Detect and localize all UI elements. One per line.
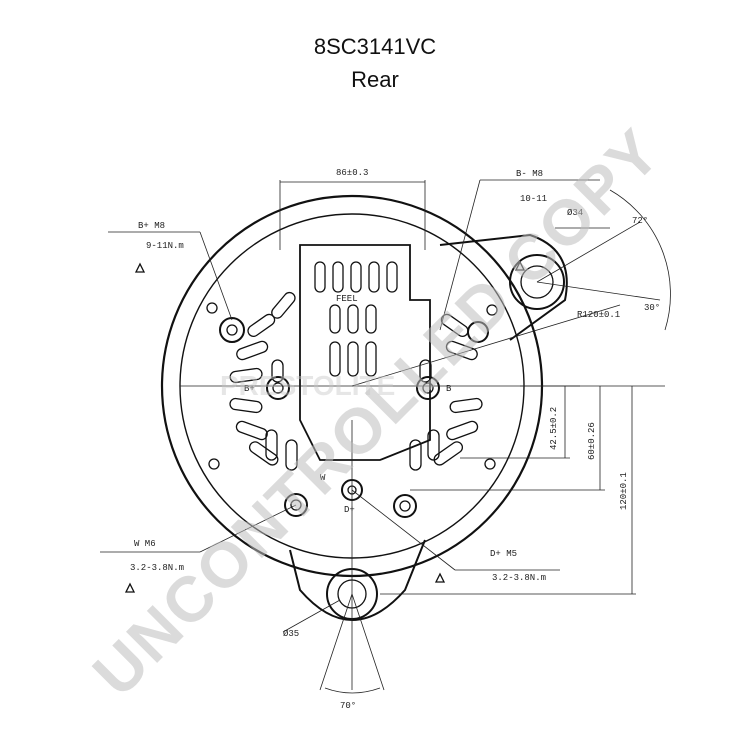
top-mount-hole-outer bbox=[509, 254, 565, 310]
lower-right-terminal bbox=[393, 494, 417, 518]
dim-radius: R120±0.1 bbox=[577, 310, 620, 320]
regulator-slot-1 bbox=[314, 261, 326, 293]
dim-h-42: 42.5±0.2 bbox=[549, 407, 559, 450]
terminal-label-b: B bbox=[446, 384, 452, 394]
dim-torque-w: 3.2-3.8N.m bbox=[130, 563, 184, 573]
top-mount-ear bbox=[439, 233, 568, 341]
cover-label-feel: FEEL bbox=[336, 294, 358, 304]
dim-dplus: D+ M5 bbox=[490, 549, 517, 559]
regulator-slot-4 bbox=[368, 261, 380, 293]
warning-triangle-left bbox=[134, 262, 146, 273]
bottom-mount-ear bbox=[289, 539, 426, 621]
regulator-slot-2 bbox=[332, 261, 344, 293]
dim-h-60: 60±0.26 bbox=[587, 422, 597, 460]
part-number-title: 8SC3141VC bbox=[313, 34, 437, 59]
regulator-slot-5 bbox=[386, 261, 398, 293]
b-terminal bbox=[416, 376, 440, 400]
dim-bplus-left: B+ M8 bbox=[138, 221, 165, 231]
warning-triangle-wleft bbox=[124, 582, 136, 593]
w-terminal bbox=[284, 493, 308, 517]
regulator-slot-7 bbox=[347, 304, 359, 334]
screw-tl bbox=[206, 302, 218, 314]
dim-bminus: B- M8 bbox=[516, 169, 543, 179]
dim-h-120: 120±0.1 bbox=[619, 472, 629, 510]
bplus-terminal bbox=[266, 376, 290, 400]
terminal-label-dplus: D+ bbox=[344, 505, 355, 515]
dim-angle-30: 30° bbox=[644, 303, 660, 313]
dim-w-m6: W M6 bbox=[134, 539, 156, 549]
view-label: Rear bbox=[351, 67, 399, 92]
cooling-slots bbox=[229, 291, 483, 471]
screw-bl bbox=[208, 458, 220, 470]
top-mount-hole-inner bbox=[520, 265, 554, 299]
regulator-cover bbox=[299, 244, 431, 461]
regulator-slot-10 bbox=[347, 341, 359, 377]
regulator-slot-6 bbox=[329, 304, 341, 334]
brand-watermark: PRESTOLITE bbox=[220, 370, 395, 401]
regulator-slot-8 bbox=[365, 304, 377, 334]
dim-torque-dplus: 3.2-3.8N.m bbox=[492, 573, 546, 583]
dim-angle-70: 70° bbox=[340, 701, 356, 711]
dim-angle-72: 72° bbox=[632, 216, 648, 226]
dim-top-width: 86±0.3 bbox=[336, 168, 368, 178]
warning-triangle-top bbox=[514, 260, 526, 271]
terminal-label-bplus: B+ bbox=[244, 384, 255, 394]
dim-hole-bottom: Ø35 bbox=[283, 629, 299, 639]
bplus-terminal-left bbox=[219, 317, 245, 343]
regulator-slot-3 bbox=[350, 261, 362, 293]
screw-tr bbox=[486, 304, 498, 316]
screw-br bbox=[484, 458, 496, 470]
dim-torque-bminus: 10-11 bbox=[520, 194, 547, 204]
regulator-slot-11 bbox=[365, 341, 377, 377]
uncontrolled-copy-watermark: UNCONTROLLED COPY bbox=[79, 115, 674, 710]
dim-hole-top: Ø34 bbox=[567, 208, 583, 218]
dim-torque-left: 9-11N.m bbox=[146, 241, 184, 251]
terminal-label-w: W bbox=[320, 473, 326, 483]
regulator-slot-9 bbox=[329, 341, 341, 377]
warning-triangle-dplus bbox=[434, 572, 446, 583]
